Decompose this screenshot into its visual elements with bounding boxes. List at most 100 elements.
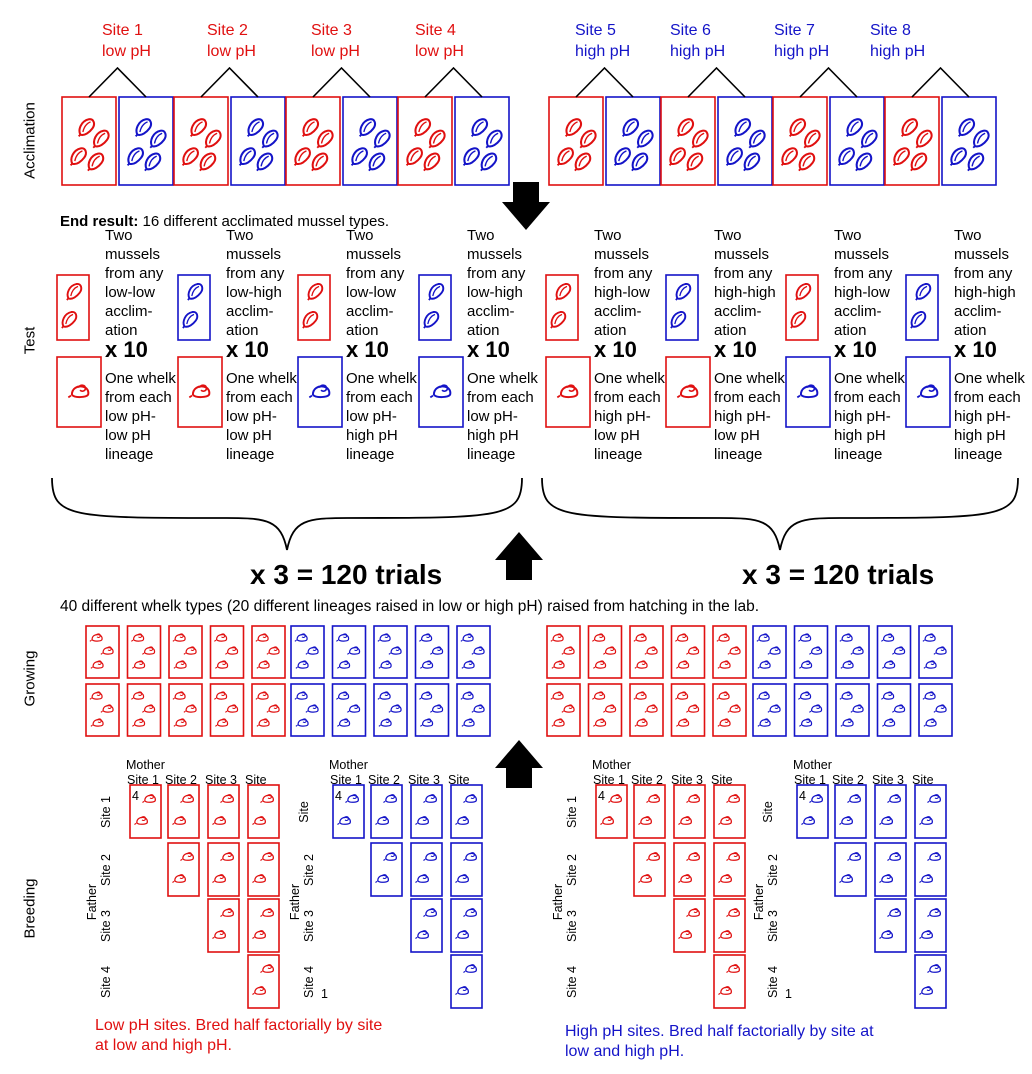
whelk-icon bbox=[252, 930, 266, 939]
whelk-siphon bbox=[260, 800, 263, 803]
mussel-icon bbox=[301, 118, 320, 137]
whelk-spire bbox=[762, 633, 768, 638]
whelk-spire bbox=[381, 816, 388, 821]
whelk-body bbox=[182, 794, 194, 803]
whelk-body bbox=[640, 816, 652, 825]
whelk-icon bbox=[255, 691, 269, 700]
whelk-icon bbox=[132, 660, 146, 669]
mussel-tip bbox=[798, 168, 802, 172]
mussel-icon bbox=[480, 152, 498, 172]
whelk-icon bbox=[429, 384, 452, 399]
whelk-body bbox=[841, 816, 853, 825]
whelk-body bbox=[563, 646, 575, 655]
mussel-icon bbox=[556, 147, 574, 167]
breeding-box bbox=[450, 954, 483, 1009]
low-ph-caption: Low pH sites. Bred half factorially by s… bbox=[95, 1017, 383, 1054]
whelk-siphon bbox=[847, 800, 850, 803]
mussel-icon bbox=[915, 129, 933, 149]
mussel-line bbox=[306, 313, 315, 325]
whelk-siphon bbox=[252, 936, 255, 939]
test-mussel-box bbox=[785, 274, 819, 341]
whelk-icon bbox=[172, 691, 186, 700]
whelk-body bbox=[91, 691, 103, 700]
mussel-shell bbox=[429, 129, 446, 148]
whelk-spire bbox=[722, 691, 728, 696]
whelk-spire bbox=[351, 794, 358, 799]
whelk-body bbox=[719, 718, 731, 727]
mussel-icon bbox=[428, 283, 445, 301]
whelk-body bbox=[646, 704, 658, 713]
right-brace bbox=[541, 477, 1019, 551]
whelk-icon bbox=[556, 384, 579, 399]
growing-box bbox=[712, 625, 747, 679]
mussel-shell bbox=[471, 118, 489, 136]
whelk-icon bbox=[471, 704, 485, 713]
whelk-siphon bbox=[100, 652, 103, 655]
whelk-body bbox=[311, 385, 331, 399]
trials-left: x 3 = 120 trials bbox=[250, 559, 443, 590]
whelk-spire bbox=[557, 660, 563, 665]
whelk-siphon bbox=[882, 666, 885, 669]
whelk-spire bbox=[218, 874, 225, 879]
whelk-icon bbox=[593, 660, 607, 669]
acclimation-connector bbox=[88, 66, 147, 98]
whelk-body bbox=[841, 691, 853, 700]
breeding-box bbox=[410, 842, 443, 897]
whelk-body bbox=[385, 852, 397, 861]
whelk-icon bbox=[633, 633, 647, 642]
whelk-siphon bbox=[839, 639, 842, 642]
whelk-siphon bbox=[881, 639, 884, 642]
whelk-siphon bbox=[675, 639, 678, 642]
mussel-icon bbox=[307, 283, 324, 301]
mother-label: Mother bbox=[329, 758, 368, 772]
whelk-body bbox=[296, 633, 308, 642]
whelk-body bbox=[800, 660, 813, 669]
whelk-spire bbox=[389, 852, 396, 857]
mussel-tip bbox=[574, 168, 578, 172]
whelk-spire bbox=[732, 908, 739, 913]
mussel-tip bbox=[238, 162, 242, 167]
whelk-siphon bbox=[919, 880, 922, 883]
acclimation-box-high bbox=[829, 96, 885, 186]
whelk-icon bbox=[347, 704, 361, 713]
whelk-body bbox=[133, 660, 146, 669]
whelk-spire bbox=[650, 646, 656, 651]
mussel-shell bbox=[743, 152, 761, 171]
test-multiplier: x 10 bbox=[467, 337, 510, 362]
mussel-shell bbox=[838, 147, 855, 166]
whelk-body bbox=[593, 633, 606, 642]
whelk-body bbox=[258, 660, 270, 669]
whelk-spire bbox=[301, 660, 307, 665]
whelk-spire bbox=[421, 930, 428, 935]
mussel-icon bbox=[373, 129, 391, 149]
whelk-body bbox=[720, 930, 732, 939]
whelk-body bbox=[720, 816, 732, 825]
mussel-tip bbox=[910, 325, 914, 329]
whelk-spire bbox=[343, 660, 349, 665]
whelk-siphon bbox=[347, 710, 350, 713]
whelk-body bbox=[929, 908, 941, 917]
whelk-icon bbox=[603, 646, 617, 655]
breeding-box bbox=[796, 784, 829, 839]
growing-box bbox=[331, 625, 367, 679]
mussel-line bbox=[315, 155, 325, 167]
mussel-icon bbox=[413, 118, 432, 137]
whelk-spire bbox=[723, 718, 729, 723]
acclimation-connector bbox=[200, 66, 259, 98]
whelk-spire bbox=[381, 874, 388, 879]
whelk-body bbox=[810, 646, 823, 655]
whelk-spire bbox=[652, 852, 659, 857]
test-multiplier: x 10 bbox=[594, 337, 637, 362]
mussel-shell bbox=[359, 118, 377, 136]
whelk-spire bbox=[383, 633, 389, 638]
whelk-icon bbox=[726, 794, 740, 803]
whelk-body bbox=[688, 852, 700, 861]
whelk-body bbox=[463, 718, 475, 727]
whelk-icon bbox=[256, 718, 270, 727]
mussel-shell bbox=[317, 129, 334, 148]
whelk-body bbox=[925, 718, 937, 727]
mussel-shell bbox=[916, 129, 933, 148]
whelk-icon bbox=[415, 930, 429, 939]
whelk-body bbox=[799, 633, 812, 642]
whelk-icon bbox=[375, 874, 389, 883]
